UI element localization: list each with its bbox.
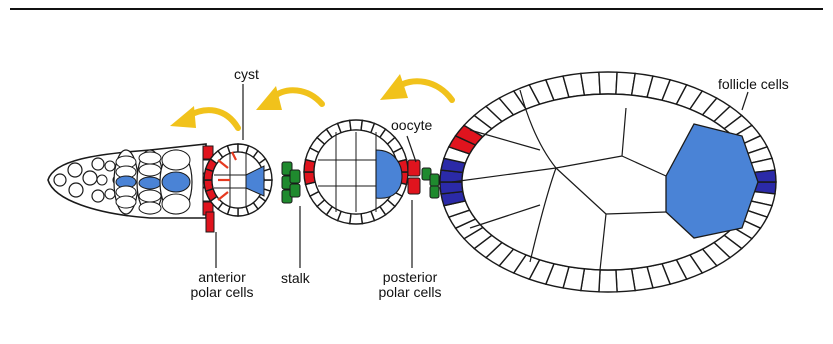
- posterior-label-line1: posterior: [368, 270, 452, 285]
- anterior-label-line1: anterior: [180, 270, 264, 285]
- nurse-cell: [116, 196, 136, 208]
- leader-line: [407, 136, 416, 162]
- stem-cell: [92, 190, 104, 202]
- posterior-polar-cell: [408, 178, 420, 194]
- posterior-label-line2: polar cells: [368, 285, 452, 300]
- leader-line: [742, 92, 748, 110]
- arrow-stage1-head: [170, 106, 196, 128]
- stem-cell: [68, 163, 82, 177]
- stage2-follicle-cell: [350, 120, 363, 130]
- nurse-cell: [162, 150, 190, 170]
- oocyte-label: oocyte: [391, 118, 432, 133]
- anterior-label-line2: polar cells: [180, 285, 264, 300]
- arrow-stage2-head: [256, 86, 282, 110]
- nurse-cell: [139, 164, 161, 176]
- stage3-follicle-cell: [616, 269, 635, 292]
- stage1-cyst: [204, 144, 272, 216]
- stage3-follicle-cell: [581, 72, 600, 95]
- anterior-polar-cell: [206, 212, 214, 232]
- arrow-stage3-head: [380, 74, 408, 100]
- stalk-1: [282, 162, 300, 203]
- oocyte-cell: [162, 172, 190, 192]
- oocyte-cell: [139, 177, 161, 189]
- cyst-label: cyst: [234, 67, 259, 82]
- nurse-cell: [139, 190, 161, 202]
- posterior-polar-cell: [408, 160, 420, 176]
- nurse-cell: [139, 202, 161, 214]
- stalk-cell: [290, 170, 300, 183]
- cystoblast: [105, 189, 115, 199]
- nurse-cell: [162, 194, 190, 214]
- stem-cell: [54, 174, 66, 186]
- anterior-polar-cells-label: anterior polar cells: [180, 270, 264, 300]
- stage3-follicle-cell: [599, 270, 617, 292]
- germarium: [48, 144, 214, 232]
- large-egg-chamber: [440, 72, 776, 292]
- follicle-cells-label: follicle cells: [718, 77, 789, 92]
- stalk-cell: [430, 174, 439, 186]
- stage2-follicle-cell: [350, 214, 363, 224]
- stem-cell: [83, 171, 97, 185]
- cystoblast: [97, 175, 107, 185]
- cystoblast: [105, 161, 115, 171]
- stalk-cell: [430, 186, 439, 198]
- stalk-2: [408, 160, 439, 198]
- posterior-polar-cells-label: posterior polar cells: [368, 270, 452, 300]
- stem-cell: [69, 183, 83, 197]
- stage2-egg-chamber: [304, 120, 408, 224]
- stalk-label: stalk: [281, 271, 310, 286]
- stage3-colored-cell: [440, 182, 463, 194]
- stem-cell: [92, 158, 104, 170]
- stage3-follicle-cell: [599, 72, 617, 94]
- nurse-cell: [139, 152, 161, 164]
- stalk-cell: [290, 184, 300, 197]
